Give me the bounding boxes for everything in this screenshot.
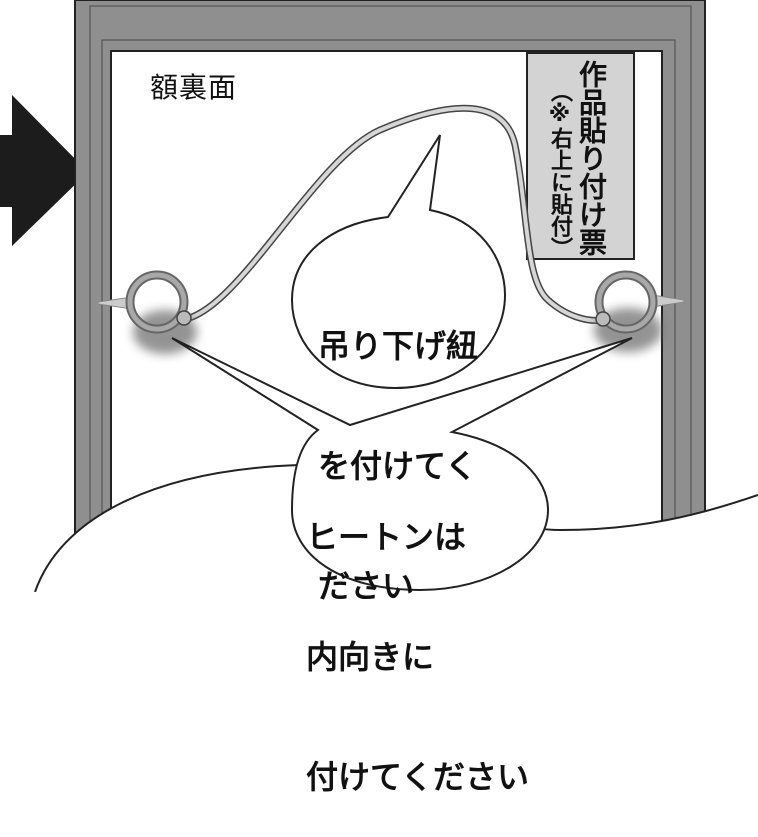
hook-bubble-line: 付けてください xyxy=(306,758,530,796)
frame-back-label: 額裏面 xyxy=(150,71,238,104)
hook-speech-bubble xyxy=(171,337,633,592)
artwork-slip-box xyxy=(526,52,635,260)
cord-bubble-line: 吊り下げ紐 xyxy=(318,327,479,365)
hanging-cord xyxy=(174,104,607,324)
cord-bubble-text: 吊り下げ紐 を付けてく ださい xyxy=(318,246,478,646)
hook-bubble-line: 内向きに xyxy=(306,638,435,676)
cord-speech-bubble xyxy=(290,134,507,390)
artwork-slip-note: （※右上に貼付） xyxy=(547,80,572,259)
right-screw-eye-icon xyxy=(594,270,685,352)
pointer-arrow-icon xyxy=(0,95,88,246)
hook-bubble-line: ヒートンは xyxy=(306,518,467,556)
hook-bubble-text: ヒートンは 内向きに 付けてください xyxy=(306,437,529,837)
cord-bubble-line: を付けてく xyxy=(318,447,478,485)
artwork-slip-title: 作品貼り付け票 xyxy=(575,60,608,256)
diagram-canvas xyxy=(0,0,758,592)
